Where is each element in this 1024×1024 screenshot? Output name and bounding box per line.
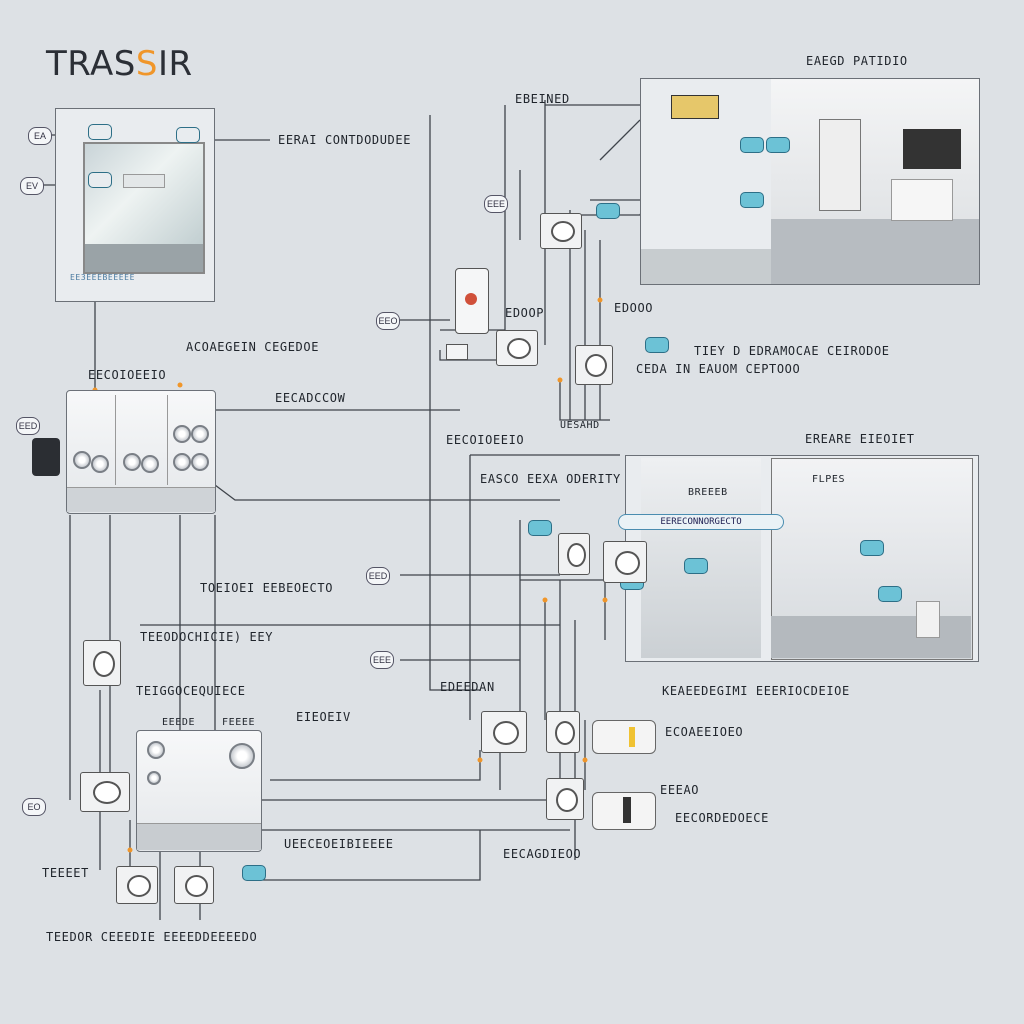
sensor-center-3 xyxy=(575,345,613,385)
camera-upper-right-4 xyxy=(740,192,764,208)
room2-tag: FLPES xyxy=(812,474,846,485)
sensor-center-2 xyxy=(496,330,538,366)
power-label: TOEIOEI EEBEOECTO xyxy=(200,581,334,595)
door-sensor-2 xyxy=(592,792,656,830)
right-label: EDOOO xyxy=(614,301,654,315)
tag-center-2: EEO xyxy=(376,312,400,330)
brand-logo: TRASSIR xyxy=(46,44,193,84)
left-mid-label: EECOIOEEIO xyxy=(88,368,167,382)
camera-lower-right-1 xyxy=(528,520,552,536)
camera-lower-left xyxy=(242,865,266,881)
room2-bar: EERECONNORGECTO xyxy=(618,514,784,530)
nvr-lower-unit xyxy=(136,730,262,852)
sensor-lower-3 xyxy=(481,711,527,753)
room-upper-left-caption: EE3EEEBEEEEE xyxy=(70,273,135,282)
top-center-label: EBEINED xyxy=(515,92,570,106)
camera-upper-right-3 xyxy=(596,203,620,219)
small-box-icon xyxy=(446,344,468,360)
net-sublabel: CEDA IN EAUOM CEPTOOO xyxy=(636,362,801,376)
lower-right-label-2: EEEAO xyxy=(660,783,700,797)
camera-upper-left-1 xyxy=(88,124,112,140)
left-center-label: EECOIOEEIO xyxy=(446,433,525,447)
camera-lower-right-5 xyxy=(878,586,902,602)
top-right-title: EAEGD PATIDIO xyxy=(806,54,908,68)
bottom-box-label: UEECEOEIBIEEEE xyxy=(284,837,394,851)
acc-label: ACOAEGEIN CEGEDOE xyxy=(186,340,320,354)
room-upper-left-photo xyxy=(83,142,205,274)
power-adapter-icon xyxy=(32,438,60,476)
sensor-left-1 xyxy=(83,640,121,686)
door-sensor-1 xyxy=(592,720,656,754)
room-upper-right xyxy=(640,78,980,285)
room-lower-right xyxy=(625,455,979,662)
lower-right-label-1: ECOAEEIOEO xyxy=(665,725,744,739)
net-label: TIEY D EDRAMOCAE CEIRODOE xyxy=(694,344,890,358)
camera-upper-left-3 xyxy=(88,172,112,188)
sensor-lower-1 xyxy=(558,533,590,575)
switch-sublabel: TEIGGOCEQUIECE xyxy=(136,684,246,698)
tag-upper-left-2: EV xyxy=(20,177,44,195)
sensor-lower-left-2 xyxy=(116,866,158,904)
tag-lower-left: EO xyxy=(22,798,46,816)
sensor-lower-left-3 xyxy=(174,866,214,904)
edd-label: EDEEDAN xyxy=(440,680,495,694)
lower-nvr-label-1: EEEDE xyxy=(162,717,196,728)
room-upper-left-label: EERAI CONTDODUDEE xyxy=(278,133,412,147)
room2-title: EREARE EIEOIET xyxy=(805,432,915,446)
smart-switch-icon xyxy=(455,268,489,334)
room2-bar-top: BREEEB xyxy=(688,487,728,498)
camera-upper-right-2 xyxy=(766,137,790,153)
camera-center-1 xyxy=(645,337,669,353)
sensor-lower-2 xyxy=(603,541,647,583)
lower-mid-label: KEAEEDEGIMI EEERIOCDEIOE xyxy=(662,684,850,698)
sensor-lower-4 xyxy=(546,711,580,753)
lower-center-label: EECAGDIEOO xyxy=(503,847,582,861)
camera-upper-right-1 xyxy=(740,137,764,153)
tag-left-3: EED xyxy=(16,417,40,435)
lower-nvr-label-3: EIEOEIV xyxy=(296,710,351,724)
footer-label: TEEDOR CEEEDIE EEEEDDEEEEDO xyxy=(46,930,258,944)
switch-label: TEEODOCHICIE) EEY xyxy=(140,630,274,644)
lower-right-label-4: EECORDEDOECE xyxy=(675,811,769,825)
tag-left-mid-2: EEE xyxy=(370,651,394,669)
sensor-lower-left-1 xyxy=(80,772,130,812)
camera-lower-right-3 xyxy=(684,558,708,574)
nvr-main-unit xyxy=(66,390,216,514)
lower-nvr-label-2: FEEEE xyxy=(222,717,256,728)
center-label: EASCO EEXA ODERITY xyxy=(480,472,621,486)
nvr-label: EECADCCOW xyxy=(275,391,346,405)
tag-center-1: EEE xyxy=(484,195,508,213)
camera-upper-left-2 xyxy=(176,127,200,143)
tag-left-mid: EED xyxy=(366,567,390,585)
sensor-lower-5 xyxy=(546,778,584,820)
sensor-center-1 xyxy=(540,213,582,249)
tag-upper-left-1: EA xyxy=(28,127,52,145)
mid2-label: UESAHD xyxy=(560,420,600,431)
mid-label: EDOOP xyxy=(505,306,545,320)
camera-lower-right-2 xyxy=(860,540,884,556)
left-bottom-label: TEEEET xyxy=(42,866,89,880)
